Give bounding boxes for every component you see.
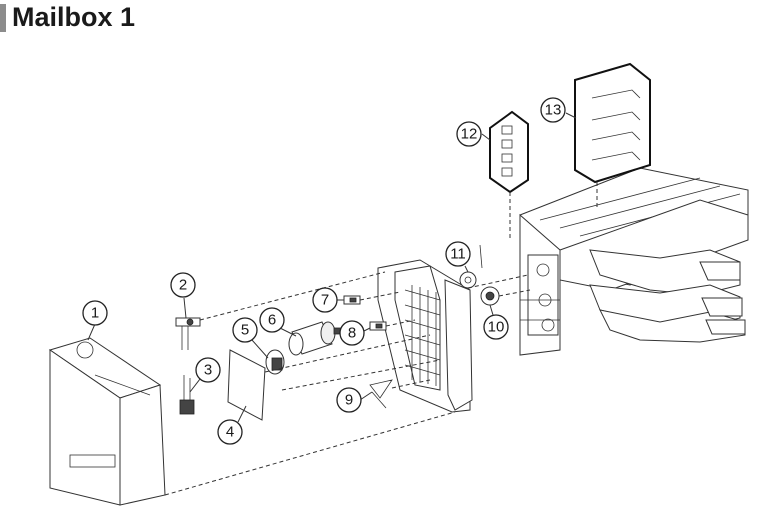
callout-9: 9	[336, 387, 362, 413]
callout-10-label: 10	[488, 319, 505, 336]
callout-9-label: 9	[345, 392, 353, 409]
part-motor-bracket	[265, 349, 285, 375]
part-gear	[480, 286, 500, 306]
callout-1-label: 1	[91, 305, 99, 322]
callout-3: 3	[195, 357, 221, 383]
callout-13-label: 13	[545, 102, 562, 119]
callout-5: 5	[232, 317, 258, 343]
page-title: Mailbox 1	[12, 2, 136, 32]
callout-6: 6	[259, 307, 285, 333]
callout-7: 7	[312, 287, 338, 313]
callout-2: 2	[170, 272, 196, 298]
callout-10: 10	[483, 314, 509, 340]
callout-3-label: 3	[204, 362, 212, 379]
part-sensor-bracket	[175, 317, 201, 350]
callout-11-label: 11	[450, 246, 466, 263]
assembly-guide-lines	[164, 182, 598, 496]
callout-7-label: 7	[321, 292, 329, 309]
part-cable-bracket	[179, 375, 195, 415]
part-controller-board	[227, 349, 266, 421]
leader-lines	[87, 112, 577, 423]
callout-5-label: 5	[241, 322, 249, 339]
callout-12-label: 12	[461, 126, 478, 143]
callout-6-label: 6	[268, 312, 276, 329]
callout-8: 8	[339, 320, 365, 346]
part-motor	[288, 321, 343, 356]
title-accent-bar	[0, 4, 6, 32]
callout-box-12	[489, 110, 529, 194]
callout-12: 12	[456, 121, 482, 147]
part-sensor-7	[343, 295, 361, 305]
callout-11: 11	[445, 241, 471, 267]
mailbox-frame-assembly	[519, 167, 749, 356]
callout-4-label: 4	[226, 424, 234, 441]
callout-2-label: 2	[179, 277, 187, 294]
part-actuator-lever	[369, 379, 393, 409]
callout-1: 1	[82, 300, 108, 326]
callout-13: 13	[540, 97, 566, 123]
callout-4: 4	[217, 419, 243, 445]
part-cover	[48, 337, 166, 506]
callout-box-13	[574, 62, 651, 184]
part-sensor-8	[369, 321, 387, 331]
callout-8-label: 8	[348, 325, 356, 342]
